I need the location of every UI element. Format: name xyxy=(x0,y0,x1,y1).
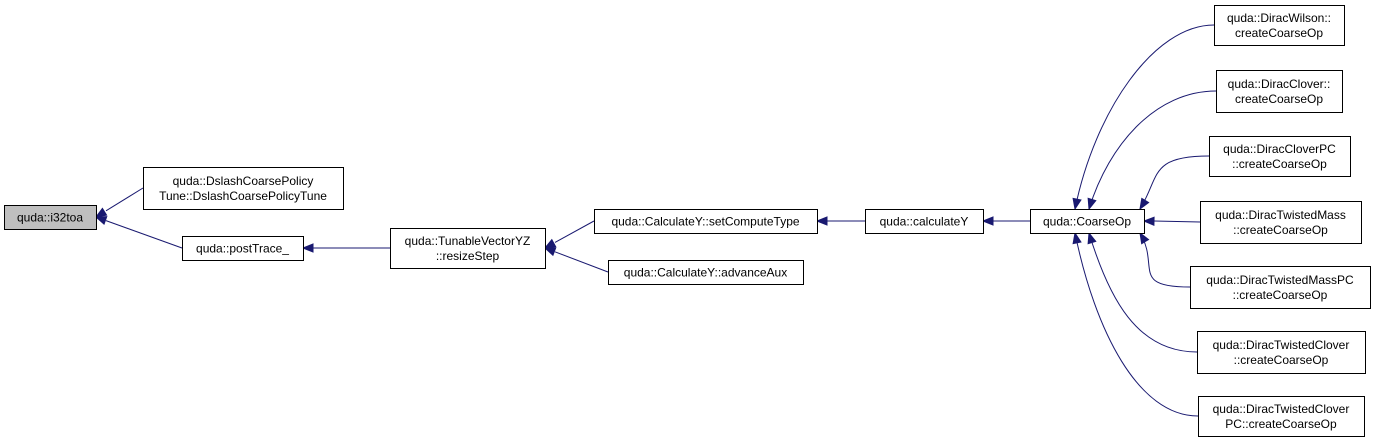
node-box xyxy=(182,236,304,261)
node-box xyxy=(594,209,818,234)
arrowhead xyxy=(543,247,557,257)
edge-twistedcloverpc-to-coarseop xyxy=(1074,232,1199,417)
node-box xyxy=(4,205,97,230)
node-coarseop[interactable]: quda::CoarseOp xyxy=(1030,209,1145,234)
node-label: ::createCoarseOp xyxy=(1232,157,1327,171)
node-label: quda::DiracWilson:: xyxy=(1227,11,1331,25)
arrowhead xyxy=(815,216,828,226)
arrowhead xyxy=(94,207,108,218)
node-box xyxy=(1030,209,1145,234)
node-label: quda::DiracClover:: xyxy=(1228,77,1331,91)
node-box xyxy=(1216,70,1343,113)
edge-twistedmass-to-coarseop xyxy=(1153,220,1201,223)
node-label: quda::DiracTwistedClover xyxy=(1213,338,1350,352)
node-box xyxy=(1197,331,1366,374)
node-label: quda::CalculateY::setComputeType xyxy=(611,215,799,229)
edge-wilson-to-coarseop xyxy=(1074,24,1215,210)
node-label: quda::CoarseOp xyxy=(1043,215,1131,229)
edge-dslash-to-i32toa xyxy=(105,187,144,212)
node-box xyxy=(1200,201,1362,244)
node-twistedmass[interactable]: quda::DiracTwistedMass::createCoarseOp xyxy=(1200,201,1362,244)
node-box xyxy=(1214,5,1345,46)
node-label: createCoarseOp xyxy=(1235,92,1323,106)
arrowhead xyxy=(1087,197,1097,211)
node-label: quda::postTrace_ xyxy=(196,242,289,256)
edge-posttrace-to-i32toa xyxy=(105,220,183,249)
node-posttrace[interactable]: quda::postTrace_ xyxy=(182,236,304,261)
arrowhead xyxy=(94,216,108,226)
node-label: quda::CalculateY::advanceAux xyxy=(624,266,787,280)
node-box xyxy=(1198,396,1365,437)
node-label: ::resizeStep xyxy=(436,249,500,263)
node-label: quda::TunableVectorYZ xyxy=(405,234,531,248)
edges-layer xyxy=(94,24,1217,417)
node-label: ::createCoarseOp xyxy=(1233,288,1328,302)
node-label: ::createCoarseOp xyxy=(1234,353,1329,367)
arrowhead xyxy=(543,238,557,249)
arrowhead xyxy=(1072,197,1082,211)
node-calculatey[interactable]: quda::calculateY xyxy=(865,209,984,234)
node-label: quda::DslashCoarsePolicy xyxy=(173,174,314,188)
arrowhead xyxy=(1139,231,1150,245)
edge-advanceaux-to-resizestep xyxy=(554,251,609,273)
edge-twistedclover-to-coarseop xyxy=(1088,232,1198,353)
arrowhead xyxy=(1072,231,1082,245)
edge-cloverpc-to-coarseop xyxy=(1139,155,1210,210)
node-box xyxy=(608,260,804,285)
node-twistedclover[interactable]: quda::DiracTwistedClover::createCoarseOp xyxy=(1197,331,1366,374)
node-label: quda::i32toa xyxy=(17,211,83,225)
node-cloverpc[interactable]: quda::DiracCloverPC::createCoarseOp xyxy=(1209,136,1351,177)
node-box xyxy=(1190,266,1371,309)
node-wilson[interactable]: quda::DiracWilson::createCoarseOp xyxy=(1214,5,1345,46)
node-box xyxy=(1209,136,1351,177)
node-twistedcloverpc[interactable]: quda::DiracTwistedCloverPC::createCoarse… xyxy=(1198,396,1365,437)
nodes-layer: quda::i32toa quda::DslashCoarsePolicyTune… xyxy=(4,5,1371,437)
node-i32toa[interactable]: quda::i32toa xyxy=(4,205,97,230)
node-resizestep[interactable]: quda::TunableVectorYZ::resizeStep xyxy=(390,228,546,269)
arrowhead xyxy=(1087,231,1097,245)
node-label: quda::DiracTwistedMass xyxy=(1215,208,1346,222)
node-label: createCoarseOp xyxy=(1235,26,1323,40)
arrowhead xyxy=(1142,216,1155,226)
node-box xyxy=(390,228,546,269)
edge-setcomputetype-to-resizestep xyxy=(554,220,595,243)
node-label: PC::createCoarseOp xyxy=(1225,417,1337,431)
node-dslash[interactable]: quda::DslashCoarsePolicyTune::DslashCoar… xyxy=(143,167,344,210)
node-label: ::createCoarseOp xyxy=(1233,223,1328,237)
node-label: quda::DiracTwistedMassPC xyxy=(1206,273,1354,287)
node-label: quda::DiracTwistedClover xyxy=(1213,402,1350,416)
edge-clover-to-coarseop xyxy=(1088,90,1217,210)
node-box xyxy=(865,209,984,234)
node-advanceaux[interactable]: quda::CalculateY::advanceAux xyxy=(608,260,804,285)
node-label: Tune::DslashCoarsePolicyTune xyxy=(159,189,327,203)
node-clover[interactable]: quda::DiracClover::createCoarseOp xyxy=(1216,70,1343,113)
node-setcomputetype[interactable]: quda::CalculateY::setComputeType xyxy=(594,209,818,234)
node-label: quda::DiracCloverPC xyxy=(1223,142,1336,156)
node-twistedmasspc[interactable]: quda::DiracTwistedMassPC::createCoarseOp xyxy=(1190,266,1371,309)
arrowhead xyxy=(301,243,314,253)
node-label: quda::calculateY xyxy=(880,215,969,229)
arrowhead xyxy=(1139,197,1150,211)
edge-twistedmasspc-to-coarseop xyxy=(1139,232,1191,288)
arrowhead xyxy=(981,216,994,226)
node-box xyxy=(143,167,344,210)
